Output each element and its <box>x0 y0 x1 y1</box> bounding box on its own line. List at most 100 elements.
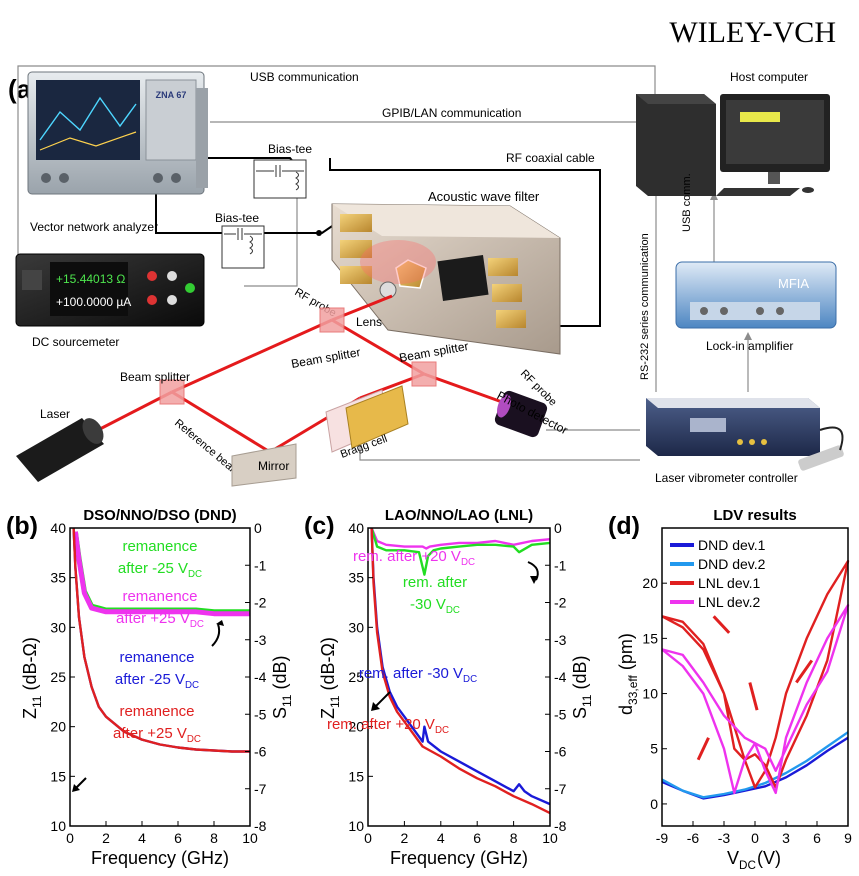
series-line <box>370 527 551 576</box>
axis-arrow <box>211 623 221 647</box>
host-computer-icon <box>636 94 830 196</box>
y-tick-label: 20 <box>642 575 658 591</box>
legend-entry: LNL dev.1 <box>698 575 760 591</box>
vna-screen-label: ZNA 67 <box>156 90 187 100</box>
bragg-line <box>359 432 640 461</box>
y-axis-label: S11 (dB) <box>570 656 594 720</box>
y-tick-label: 25 <box>50 669 66 685</box>
x-tick-label: 2 <box>401 830 409 846</box>
vna-label: Vector network analyzer <box>30 220 158 234</box>
x-tick-label: 6 <box>813 830 821 846</box>
y-right-tick-label: -2 <box>554 595 567 611</box>
y-tick-label: 20 <box>50 719 66 735</box>
x-tick-label: 10 <box>542 830 558 846</box>
lockin-arrow <box>744 332 752 340</box>
y-right-tick-label: 0 <box>554 520 562 536</box>
y-right-tick-label: -3 <box>254 632 267 648</box>
series-line <box>370 527 551 806</box>
lens-label: Lens <box>356 315 382 329</box>
laser-label: Laser <box>40 407 70 421</box>
y-tick-label: 40 <box>348 520 364 536</box>
legend-entry: LNL dev.2 <box>698 594 760 610</box>
series-line <box>72 527 250 753</box>
annotation-text: after -25 VDC <box>118 560 202 580</box>
y-tick-label: 5 <box>650 741 658 757</box>
y-tick-label: 10 <box>348 818 364 834</box>
laser-icon <box>16 418 104 482</box>
y-tick-label: 15 <box>348 768 364 784</box>
y-right-tick-label: -5 <box>554 706 567 722</box>
chart-title: LAO/NNO/LAO (LNL) <box>385 507 533 524</box>
annotation-text: -30 VDC <box>410 596 460 616</box>
x-tick-label: 6 <box>174 830 182 846</box>
y-right-tick-label: -6 <box>254 744 267 760</box>
publisher-logo: WILEY-VCH <box>669 16 836 49</box>
series-line <box>72 531 250 617</box>
annotation-text: rem. after -30 VDC <box>359 665 477 685</box>
y-tick-label: 30 <box>348 619 364 635</box>
lockin-amplifier-icon: MFIA <box>675 261 837 329</box>
bias-line <box>244 190 298 287</box>
series-line <box>661 604 850 795</box>
rs232-label: RS-232 series communication <box>639 233 651 380</box>
direction-arrow <box>795 659 814 684</box>
bragg-cell-icon <box>325 385 409 453</box>
legend-entry: DND dev.1 <box>698 537 766 553</box>
axis-arrow-head <box>216 620 224 626</box>
y-right-tick-label: -3 <box>554 632 567 648</box>
annotation-text: rem. after <box>403 574 467 591</box>
y-tick-label: 10 <box>642 686 658 702</box>
axis-arrow-head <box>72 784 80 792</box>
x-tick-label: 6 <box>473 830 481 846</box>
lockin-label: Lock-in amplifier <box>706 339 793 353</box>
x-tick-label: -3 <box>718 830 731 846</box>
annotation-text: after +25 VDC <box>116 610 204 630</box>
sourcemeter-voltage: +15.44013 Ω <box>56 272 125 286</box>
ldv-controller-icon <box>646 398 844 471</box>
y-right-tick-label: -1 <box>254 557 267 573</box>
rf-junction-dot <box>316 230 322 236</box>
x-tick-label: -9 <box>656 830 669 846</box>
x-tick-label: 8 <box>210 830 218 846</box>
series-line <box>370 527 551 550</box>
direction-arrow <box>696 737 710 761</box>
beam-splitter-label: Beam splitter <box>398 339 469 365</box>
panel-label: (c) <box>304 512 335 540</box>
y-tick-label: 15 <box>50 768 66 784</box>
x-tick-label: 0 <box>751 830 759 846</box>
x-tick-label: 4 <box>138 830 146 846</box>
lens-icon <box>379 281 397 299</box>
direction-arrow <box>748 682 759 711</box>
ldv-controller-label: Laser vibrometer controller <box>655 471 798 485</box>
y-tick-label: 35 <box>348 570 364 586</box>
series-line <box>661 736 849 800</box>
y-right-tick-label: -4 <box>254 669 267 685</box>
y-right-tick-label: -5 <box>254 706 267 722</box>
sourcemeter-current: +100.0000 µA <box>56 295 131 309</box>
panel-label: (b) <box>6 512 38 540</box>
y-tick-label: 0 <box>650 796 658 812</box>
mfia-label: MFIA <box>778 276 809 291</box>
usb-comm-label: USB communication <box>250 70 359 84</box>
chart-title: LDV results <box>713 507 796 524</box>
annotation-text: rem. after +20 VDC <box>353 548 475 568</box>
bias-tee-label: Bias-tee <box>268 142 312 156</box>
direction-arrow <box>712 615 731 634</box>
y-right-tick-label: -2 <box>254 595 267 611</box>
acoustic-filter-icon <box>331 203 561 355</box>
x-tick-label: 2 <box>102 830 110 846</box>
x-tick-label: 10 <box>242 830 258 846</box>
y-axis-label: Z11 (dB-Ω) <box>318 637 342 719</box>
axis-arrow-head <box>371 702 380 711</box>
series-line <box>370 527 551 815</box>
x-axis-label: Frequency (GHz) <box>91 848 229 868</box>
dc-sourcemeter-label: DC sourcemeter <box>32 335 119 349</box>
y-tick-label: 30 <box>50 619 66 635</box>
y-axis-label: d33,eff (pm) <box>616 633 640 715</box>
annotation-text: remanence <box>119 649 194 666</box>
chart-title: DSO/NNO/DSO (DND) <box>83 507 236 524</box>
y-tick-label: 10 <box>50 818 66 834</box>
x-axis-label: VDC <box>727 848 756 872</box>
